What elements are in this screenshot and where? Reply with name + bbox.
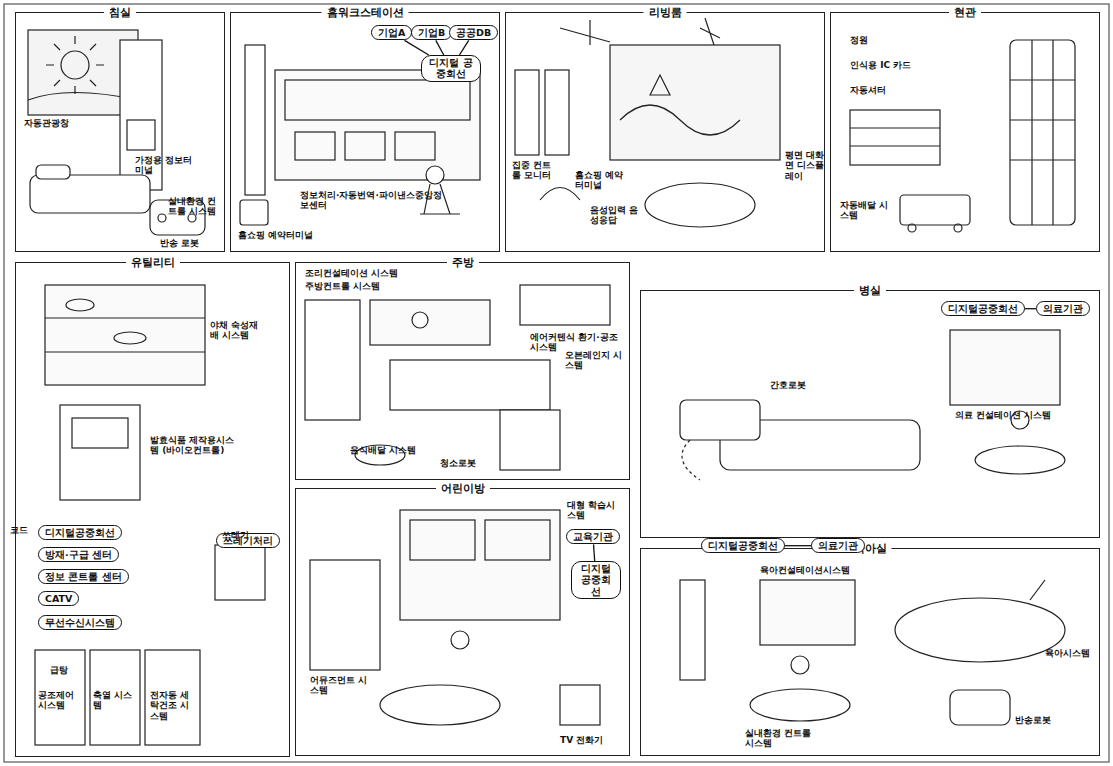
room-panel: 현관 — [830, 12, 1100, 252]
pill-text: 의료기관 — [1043, 303, 1083, 314]
pill-text: 무선수신시스템 — [45, 617, 115, 628]
network-pill: 교육기관 — [566, 529, 620, 544]
part-label: 육아컨설테이션시스템 — [760, 565, 850, 575]
network-link — [594, 544, 595, 561]
children-art — [310, 510, 600, 725]
pill-text: CATV — [45, 593, 72, 604]
network-pill: 디지털공중회선 — [38, 525, 122, 540]
room-title: 현관 — [949, 5, 981, 20]
network-pill: 무선수신시스템 — [38, 615, 122, 630]
network-link — [1025, 308, 1036, 309]
network-link — [436, 40, 444, 55]
pill-text: 기업B — [418, 27, 445, 38]
network-pill: 디지털공중회선 — [941, 301, 1025, 316]
part-label: 집중 컨트롤 모니터 — [512, 160, 557, 181]
part-label: 홈쇼핑 예약터미널 — [238, 230, 313, 240]
part-label: 어뮤즈먼트 시스템 — [310, 675, 370, 696]
part-label: 음성입력 음성응답 — [590, 205, 640, 226]
room-title: 병실 — [854, 283, 886, 298]
network-pill: 의료기관 — [1036, 301, 1090, 316]
part-label: 실내환경 컨트롤시스템 — [745, 728, 820, 749]
room-title: 침실 — [104, 5, 136, 20]
network-pill: 의료기관 — [811, 538, 865, 553]
pill-text: 디지털 공중회선 — [428, 57, 474, 80]
network-pill: CATV — [38, 591, 79, 606]
frame — [4, 4, 1109, 762]
network-link — [404, 40, 428, 55]
part-label: 대형 학습시스템 — [567, 500, 622, 521]
network-link — [459, 40, 468, 55]
room-title: 유틸리티 — [126, 255, 180, 270]
network-link — [785, 545, 811, 546]
part-label: 축열 시스템 — [93, 690, 138, 711]
part-label: 반송로봇 — [1015, 715, 1051, 725]
workstation-art — [240, 45, 480, 225]
utility-art — [35, 285, 265, 745]
part-label: 간호로봇 — [770, 380, 806, 390]
part-label: 주방컨트롤 시스템 — [305, 281, 380, 291]
network-pill: 디지털공중회선 — [701, 538, 785, 553]
nursery-art — [680, 580, 1065, 725]
pill-text: 방재·구급 센터 — [45, 549, 112, 560]
part-label: TV 전화기 — [560, 735, 603, 745]
part-label: 청소로봇 — [440, 458, 476, 468]
part-label: 급탕 — [50, 665, 68, 675]
kitchen-art — [305, 285, 610, 470]
network-pill: 디지털 공중회선 — [571, 561, 621, 599]
network-pill: 공공DB — [449, 25, 498, 40]
room-panel: 주방 — [295, 262, 630, 480]
network-pill: 방재·구급 센터 — [38, 547, 119, 562]
part-label: 오븐레인지 시스템 — [565, 350, 625, 371]
part-label: 정원 — [850, 35, 868, 45]
room-title: 리빙룸 — [644, 5, 687, 20]
part-label: 의료 컨설테이션 시스템 — [955, 410, 1055, 420]
room-title: 어린이방 — [436, 481, 490, 496]
part-label: 가정용 정보터미널 — [135, 155, 195, 176]
part-label: 정보처리·자동번역·파이낸스중앙정보센터 — [300, 190, 450, 211]
network-pill: 기업A — [371, 25, 412, 40]
part-label: 자동배달 시스템 — [840, 200, 895, 221]
pill-text: 기업A — [378, 27, 405, 38]
pill-text: 정보 콘트롤 센터 — [45, 571, 122, 582]
pill-text: 디지털공중회선 — [708, 540, 778, 551]
pill-text: 교육기관 — [573, 531, 613, 542]
pill-text: 디지털공중회선 — [45, 527, 115, 538]
network-pill: 정보 콘트롤 센터 — [38, 569, 129, 584]
part-label: 에어커텐식 환기·공조시스템 — [530, 332, 620, 353]
room-panel: 기업A기업B공공DB디지털 공중회선홈워크스테이션 — [230, 12, 500, 252]
part-label: 코드 — [10, 525, 28, 535]
part-label: 자동셔터 — [850, 85, 886, 95]
part-label: 실내환경 컨트롤 시스템 — [168, 196, 223, 217]
part-label: 야채 숙성재배 시스템 — [210, 320, 265, 341]
room-panel: 교육기관디지털 공중회선어린이방 — [295, 488, 630, 756]
pill-text: 디지털공중회선 — [948, 303, 1018, 314]
part-label: 음식배달 시스템 — [350, 445, 416, 455]
room-title: 홈워크스테이션 — [322, 5, 409, 20]
room-title: 주방 — [447, 255, 479, 270]
part-label: 홈쇼핑 예약터미널 — [575, 170, 630, 191]
part-label: 전자동 세탁건조 시스템 — [150, 690, 198, 721]
part-label: 인식용 IC 카드 — [850, 60, 911, 70]
part-label: 자동관광창 — [24, 118, 69, 128]
part-label: 공조제어 시스템 — [38, 690, 83, 711]
pill-text: 디지털 공중회선 — [578, 563, 614, 597]
pill-text: 의료기관 — [818, 540, 858, 551]
part-label: 평면 대화면 디스플레이 — [785, 150, 825, 181]
part-label: 발효식품 제작용시스템 (바이오컨트롤) — [150, 435, 240, 456]
network-pill: 디지털 공중회선 — [421, 55, 481, 82]
pill-text: 공공DB — [456, 27, 491, 38]
part-label: 조리컨설테이션 시스템 — [305, 268, 398, 278]
part-label: 육아시스템 — [1045, 648, 1100, 658]
part-label: 반송 로봇 — [160, 238, 199, 248]
sickroom-art — [680, 330, 1065, 480]
living-art — [515, 18, 780, 227]
room-panel: 리빙룸 — [505, 12, 825, 252]
network-pill: 기업B — [411, 25, 452, 40]
part-label: 쓰레기 — [222, 530, 249, 540]
